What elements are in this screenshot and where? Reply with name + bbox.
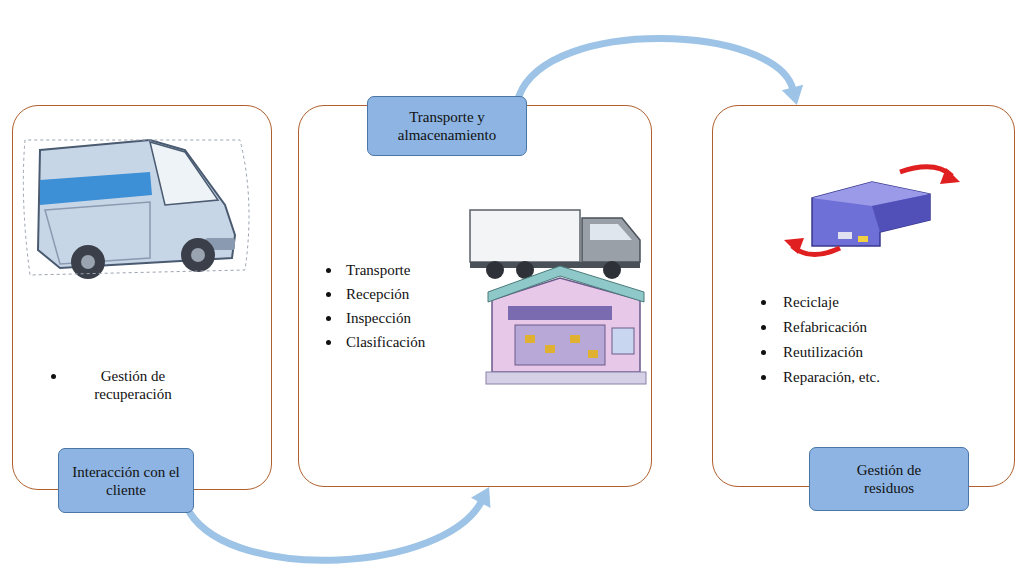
arrow-line (190, 501, 482, 560)
bullet-text: Reparación, etc. (783, 368, 933, 386)
bullet-text: Recepción (346, 285, 466, 303)
stage-label-box: Transporte y almacenamiento (367, 96, 527, 156)
bullet-text: Refabricación (783, 318, 933, 336)
plant-icon (784, 167, 960, 255)
bullet-text: Gestión de recuperación (73, 367, 193, 403)
bullet-text: Clasificación (346, 333, 466, 351)
stage-box: ReciclajeRefabricaciónReutilizaciónRepar… (712, 105, 1015, 487)
bullet-text: Reutilización (783, 343, 933, 361)
bullet-dot (326, 340, 331, 345)
stage-label-box: Interacción con el cliente (58, 448, 194, 513)
arrow-head (471, 487, 490, 508)
arrow-head (782, 85, 803, 105)
bullet-item: Refabricación (783, 318, 933, 336)
bullet-text: Inspección (346, 309, 466, 327)
warehouse-illustration (486, 266, 646, 384)
bullet-dot (761, 350, 766, 355)
van-illustration (23, 140, 249, 279)
arrow-line (519, 39, 793, 96)
stage-box: TransporteRecepciónInspecciónClasificaci… (298, 105, 652, 487)
bullet-item: Recepción (346, 285, 466, 303)
stage-box: Gestión de recuperaciónInteracción con e… (12, 105, 272, 490)
bullet-dot (326, 316, 331, 321)
stage-title: Interacción con el cliente (66, 463, 186, 499)
stage-label-box: Gestión de residuos (809, 447, 969, 511)
bullet-dot (51, 374, 56, 379)
bullet-dot (326, 292, 331, 297)
bullet-dot (761, 325, 766, 330)
bullet-dot (761, 300, 766, 305)
bullet-item: Reutilización (783, 343, 933, 361)
bullet-text: Reciclaje (783, 293, 933, 311)
bullet-dot (326, 268, 331, 273)
stage-title: Transporte y almacenamiento (382, 108, 512, 144)
bullet-item: Reciclaje (783, 293, 933, 311)
bullet-dot (761, 375, 766, 380)
bullet-text: Transporte (346, 261, 466, 279)
flow-arrow (519, 39, 803, 105)
bullet-item: Transporte (346, 261, 466, 279)
bullet-item: Clasificación (346, 333, 466, 351)
bullet-item: Reparación, etc. (783, 368, 933, 386)
bullet-item: Gestión de recuperación (73, 367, 193, 403)
flow-arrow (190, 487, 491, 560)
stage-title: Gestión de residuos (844, 461, 934, 497)
bullet-item: Inspección (346, 309, 466, 327)
